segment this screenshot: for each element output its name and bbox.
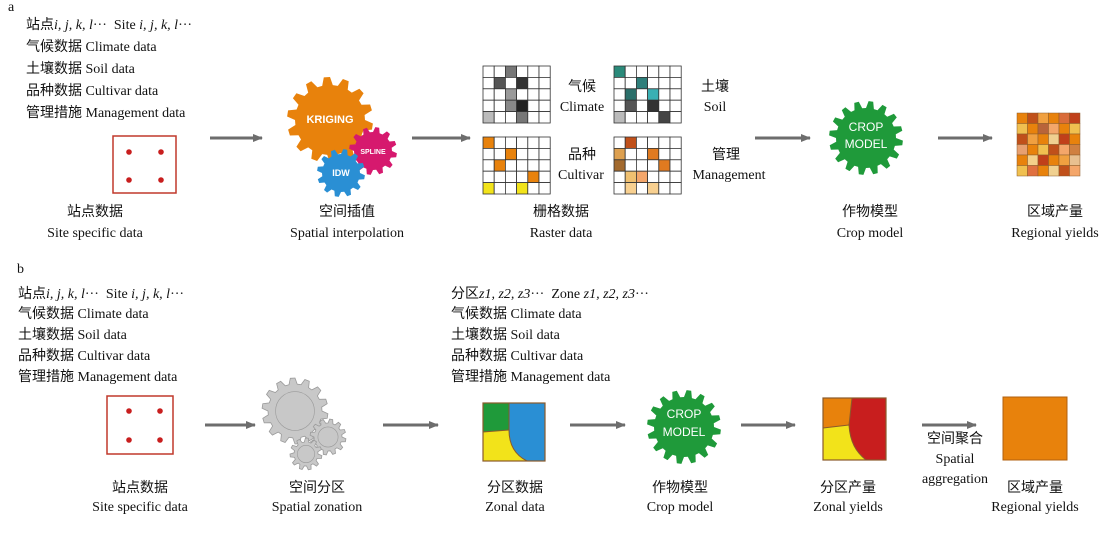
crop-model-line1: CROP (849, 120, 884, 134)
raster-management-en: Management (692, 168, 766, 183)
site-data-en: Site specific data (47, 226, 143, 241)
b-soil-data-label: 土壤数据 Soil data (18, 328, 127, 343)
b-sites-line: 站点i, j, k, l··· Site i, j, k, l··· (18, 287, 185, 302)
management-raster-grid (613, 136, 682, 195)
raster-management-cn: 管理 (712, 148, 740, 163)
raster-cultivar-en: Cultivar (558, 168, 604, 183)
interp-cn: 空间插值 (319, 205, 375, 220)
raster-climate-en: Climate (559, 100, 605, 115)
zonation-gear-medium-icon (309, 418, 347, 456)
panel-label-a: a (8, 0, 15, 15)
raster-cultivar-cn: 品种 (568, 148, 596, 163)
zone-cultivar-data-label: 品种数据 Cultivar data (451, 349, 584, 364)
spline-gear-icon (349, 127, 397, 175)
management-data-label: 管理措施 Management data (26, 106, 186, 121)
zonal-yields-map (822, 397, 887, 461)
zonation-cn: 空间分区 (289, 481, 345, 496)
crop-model-gear-icon (829, 101, 903, 175)
zonation-gear-small-icon (289, 437, 323, 471)
crop-model-line2: MODEL (845, 137, 888, 151)
idw-label: IDW (332, 168, 350, 178)
b-site-data-en: Site specific data (92, 500, 188, 515)
zone-line: 分区z1, z2, z3··· Zone z1, z2, z3··· (451, 287, 649, 302)
yields-en: Regional yields (1011, 226, 1099, 241)
regional-yields-grid (1016, 112, 1081, 177)
b-crop-model-line2: MODEL (663, 425, 706, 439)
soil-raster-grid (613, 65, 682, 124)
b-crop-model-line1: CROP (667, 407, 702, 421)
sites-line: 站点i, j, k, l··· Site i, j, k, l··· (26, 18, 193, 33)
b-management-data-label: 管理措施 Management data (18, 370, 178, 385)
kriging-label: KRIGING (306, 114, 353, 126)
zone-management-data-label: 管理措施 Management data (451, 370, 611, 385)
zonal-yields-cn: 分区产量 (820, 481, 876, 496)
raster-cn: 栅格数据 (533, 205, 589, 220)
b-cultivar-data-label: 品种数据 Cultivar data (18, 349, 151, 364)
site-box-a (112, 135, 177, 194)
site-data-cn: 站点数据 (67, 205, 123, 220)
zonal-yields-en: Zonal yields (813, 500, 883, 515)
b-yields-cn: 区域产量 (1007, 481, 1063, 496)
zone-soil-data-label: 土壤数据 Soil data (451, 328, 560, 343)
aggregation-cn: 空间聚合 (927, 432, 983, 447)
cultivar-raster-grid (482, 136, 551, 195)
site-box-b (106, 395, 174, 455)
yields-cn: 区域产量 (1027, 205, 1083, 220)
soil-data-label: 土壤数据 Soil data (26, 62, 135, 77)
regional-yields-block (1002, 396, 1068, 461)
zonal-data-map (482, 402, 546, 462)
zonal-data-en: Zonal data (485, 500, 545, 515)
b-climate-data-label: 气候数据 Climate data (18, 307, 149, 322)
b-yields-en: Regional yields (991, 500, 1079, 515)
kriging-gear-icon (287, 77, 373, 163)
aggregation-en-1: Spatial (935, 452, 975, 467)
raster-climate-cn: 气候 (568, 80, 596, 95)
raster-en: Raster data (529, 226, 593, 241)
raster-soil-cn: 土壤 (701, 80, 729, 95)
b-model-en: Crop model (646, 500, 714, 515)
model-cn: 作物模型 (842, 205, 898, 220)
climate-data-label: 气候数据 Climate data (26, 40, 157, 55)
zonation-gear-large-icon (261, 377, 329, 445)
raster-soil-en: Soil (703, 100, 727, 115)
cultivar-data-label: 品种数据 Cultivar data (26, 84, 159, 99)
climate-raster-grid (482, 65, 551, 124)
model-en: Crop model (836, 226, 904, 241)
b-site-data-cn: 站点数据 (112, 481, 168, 496)
zonation-en: Spatial zonation (271, 500, 363, 515)
aggregation-en-2: aggregation (921, 472, 989, 487)
zone-climate-data-label: 气候数据 Climate data (451, 307, 582, 322)
spline-label: SPLINE (360, 149, 386, 156)
b-model-cn: 作物模型 (652, 481, 708, 496)
panel-label-b: b (17, 262, 24, 277)
idw-gear-icon (317, 149, 365, 197)
b-crop-model-gear-icon (647, 390, 721, 464)
zonal-data-cn: 分区数据 (487, 481, 543, 496)
interp-en: Spatial interpolation (290, 226, 404, 241)
